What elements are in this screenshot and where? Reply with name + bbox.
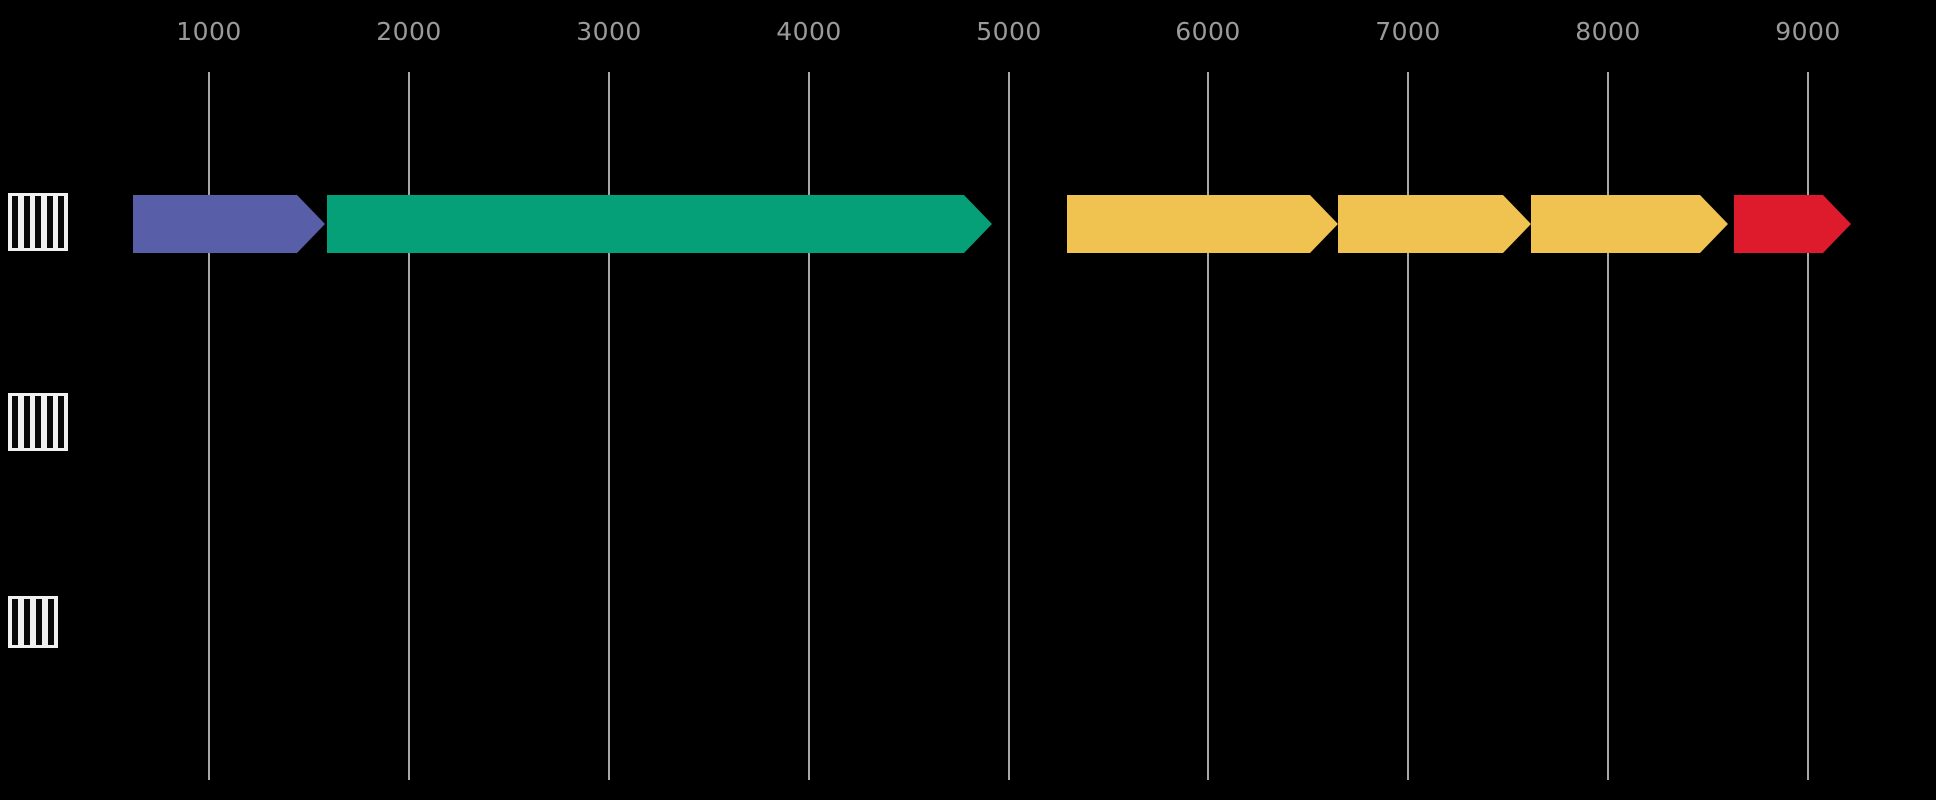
redaction-bar-icon: [35, 396, 41, 448]
gene-arrow-shape: [1531, 195, 1728, 253]
redaction-bar-icon: [12, 196, 18, 248]
redaction-bar-icon: [35, 196, 41, 248]
gene-arrow-shape: [1067, 195, 1338, 253]
gene-arrow-yellow-2[interactable]: [1338, 195, 1531, 253]
gene-arrow-shape: [133, 195, 325, 253]
redaction-bar-icon: [46, 396, 53, 448]
gene-arrow-teal[interactable]: [327, 195, 992, 253]
redaction-bar-icon: [12, 599, 18, 645]
redaction-bar-icon: [58, 396, 64, 448]
gene-arrow-shape: [327, 195, 992, 253]
gene-arrow-shape: [1734, 195, 1851, 253]
track-label-redacted[interactable]: [8, 393, 68, 451]
track-label-redacted[interactable]: [8, 193, 68, 251]
redaction-bar-icon: [36, 599, 42, 645]
gene-arrow-yellow-3[interactable]: [1531, 195, 1728, 253]
redaction-bar-icon: [23, 396, 30, 448]
redaction-bar-icon: [48, 599, 54, 645]
redaction-bar-icon: [23, 196, 30, 248]
track-label-redacted[interactable]: [8, 596, 58, 648]
gene-arrow-yellow-1[interactable]: [1067, 195, 1338, 253]
redaction-bar-icon: [46, 196, 53, 248]
redaction-bar-icon: [12, 396, 18, 448]
gene-arrow-shape: [1338, 195, 1531, 253]
redaction-bar-icon: [24, 599, 30, 645]
gene-arrow-red[interactable]: [1734, 195, 1851, 253]
redaction-bar-icon: [58, 196, 64, 248]
gene-arrow-purple[interactable]: [133, 195, 325, 253]
